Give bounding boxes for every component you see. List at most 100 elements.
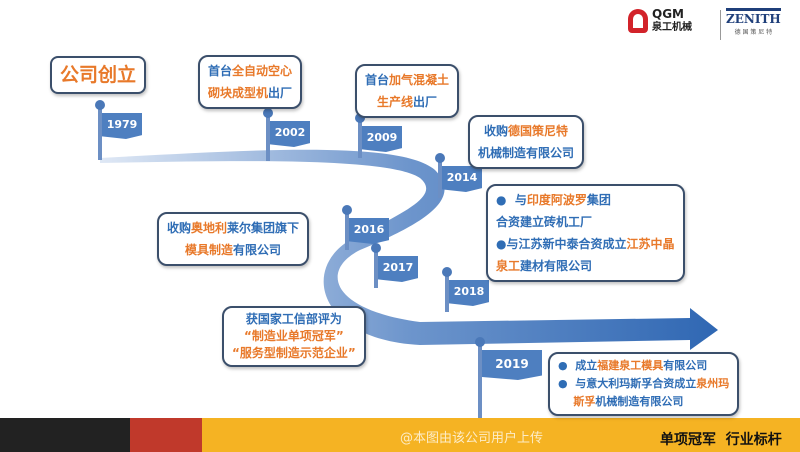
milestone-line: ● 与印度阿波罗集团: [496, 189, 675, 211]
milestone-line: 收购奥地利莱尔集团旗下: [167, 217, 299, 239]
founding-box: 公司创立: [50, 56, 147, 94]
footer-yellow: [202, 418, 800, 452]
milestone-line: 获国家工信部评为: [232, 311, 356, 328]
footer-dark: [0, 418, 130, 452]
milestone-text: ● 与: [496, 193, 527, 207]
milestone-box-6: 获国家工信部评为 “制造业单项冠军” “服务型制造示范企业”: [222, 306, 366, 367]
year-label: 1979: [102, 113, 142, 139]
year-label: 2019: [482, 350, 542, 380]
milestone-text: 获国家工信部评为: [245, 312, 342, 326]
flag-pole: [266, 113, 270, 161]
milestone-text: 生产线: [377, 95, 414, 109]
flag-pole: [438, 158, 442, 198]
timeline-band: [100, 149, 718, 350]
milestone-line: ● 成立福建泉工模具有限公司: [558, 357, 729, 375]
milestone-line: 砌块成型机出厂: [208, 82, 292, 104]
milestone-box-2: 首台加气混凝土生产线出厂: [355, 64, 460, 118]
milestone-text: 收购: [167, 221, 192, 235]
milestone-text: 机械制造有限公司: [478, 146, 575, 160]
milestone-text: 奥地利: [191, 221, 228, 235]
milestone-line: 生产线出厂: [365, 91, 449, 113]
milestone-line: 泉工建材有限公司: [496, 255, 675, 277]
year-label: 2002: [270, 121, 310, 147]
flag-pole: [98, 105, 102, 160]
milestone-text: 集团: [586, 193, 611, 207]
year-label: 2017: [378, 256, 418, 282]
flag-knob: [263, 108, 273, 118]
flag-knob: [95, 100, 105, 110]
milestone-text: 有限公司: [663, 359, 708, 372]
milestone-text: 泉工: [496, 259, 521, 273]
milestone-text: 加气混凝土: [389, 73, 450, 87]
zenith-cn-text: 德 国 策 尼 特: [734, 29, 773, 36]
flag-knob: [371, 243, 381, 253]
milestone-text: 出厂: [413, 95, 438, 109]
flag-pole: [478, 342, 482, 418]
milestone-line: “服务型制造示范企业”: [232, 345, 356, 362]
flag-pole: [445, 272, 449, 312]
milestone-box-5: 收购奥地利莱尔集团旗下模具制造有限公司: [157, 212, 310, 266]
milestone-text: “服务型制造示范企业”: [232, 346, 356, 360]
milestone-text: 首台: [208, 64, 233, 78]
milestone-line: ●与江苏新中泰合资成立江苏中晶: [496, 233, 675, 255]
milestone-text: 建材有限公司: [520, 259, 593, 273]
milestone-text: 福建泉工模具: [597, 359, 664, 372]
milestone-line: 机械制造有限公司: [478, 142, 574, 164]
milestone-box-1: 首台全自动空心砌块成型机出厂: [198, 55, 303, 109]
zenith-logo: ZENITH 德 国 策 尼 特: [726, 8, 781, 39]
milestone-text: ● 成立: [558, 359, 598, 372]
footer-red: [130, 418, 202, 452]
milestone-text: 德国策尼特: [508, 124, 569, 138]
qgm-mark-icon: [628, 9, 648, 33]
founding-title: 公司创立: [60, 64, 137, 86]
year-label: 2016: [349, 218, 389, 244]
milestone-line: 斯孚机械制造有限公司: [558, 393, 729, 411]
milestone-box-4: ● 与印度阿波罗集团合资建立砖机工厂●与江苏新中泰合资成立江苏中晶泉工建材有限公…: [486, 184, 685, 282]
milestone-line: 收购德国策尼特: [478, 120, 574, 142]
milestone-text: 收购: [483, 124, 508, 138]
flag-knob: [475, 337, 485, 347]
flag-knob: [442, 267, 452, 277]
milestone-text: ●与江苏新中泰合资成立: [496, 237, 627, 251]
milestone-box-7: ● 成立福建泉工模具有限公司● 与意大利玛斯孚合资成立泉州玛 斯孚机械制造有限公…: [548, 352, 740, 416]
milestone-text: 莱尔集团旗下: [227, 221, 300, 235]
qgm-logo: QGM 泉工机械: [628, 8, 692, 34]
flag-knob: [435, 153, 445, 163]
qgm-text: QGM: [652, 7, 684, 21]
watermark: @本图由该公司用户上传: [400, 431, 544, 446]
milestone-line: 首台加气混凝土: [365, 69, 449, 91]
year-label: 2018: [449, 280, 489, 306]
milestone-text: 斯孚: [558, 395, 596, 408]
milestone-text: 全自动空心: [232, 64, 293, 78]
flag-pole: [374, 248, 378, 288]
flag-knob: [355, 113, 365, 123]
footer-slogan: 单项冠军 行业标杆: [660, 432, 782, 448]
milestone-line: ● 与意大利玛斯孚合资成立泉州玛: [558, 375, 729, 393]
milestone-text: 首台: [365, 73, 390, 87]
qgm-cn-text: 泉工机械: [652, 22, 692, 33]
milestone-text: 砌块成型机: [208, 86, 269, 100]
milestone-text: 出厂: [268, 86, 293, 100]
milestone-text: 印度阿波罗: [526, 193, 587, 207]
milestone-line: “制造业单项冠军”: [232, 328, 356, 345]
milestone-text: 机械制造有限公司: [595, 395, 684, 408]
milestone-text: 江苏中晶: [626, 237, 675, 251]
milestone-text: “制造业单项冠军”: [244, 329, 344, 343]
year-label: 2014: [442, 166, 482, 192]
milestone-box-3: 收购德国策尼特机械制造有限公司: [468, 115, 585, 169]
year-label: 2009: [362, 126, 402, 152]
milestone-text: 模具制造: [185, 243, 234, 257]
milestone-line: 模具制造有限公司: [167, 239, 299, 261]
milestone-text: 泉州玛: [696, 377, 730, 390]
milestone-text: ● 与意大利玛斯孚合资成立: [558, 377, 697, 390]
flag-pole: [345, 210, 349, 250]
logo-divider: [720, 10, 721, 40]
milestone-line: 合资建立砖机工厂: [496, 211, 675, 233]
flag-knob: [342, 205, 352, 215]
milestone-text: 有限公司: [233, 243, 282, 257]
zenith-text: ZENITH: [726, 8, 781, 26]
milestone-text: 合资建立砖机工厂: [496, 215, 593, 229]
milestone-line: 首台全自动空心: [208, 60, 292, 82]
